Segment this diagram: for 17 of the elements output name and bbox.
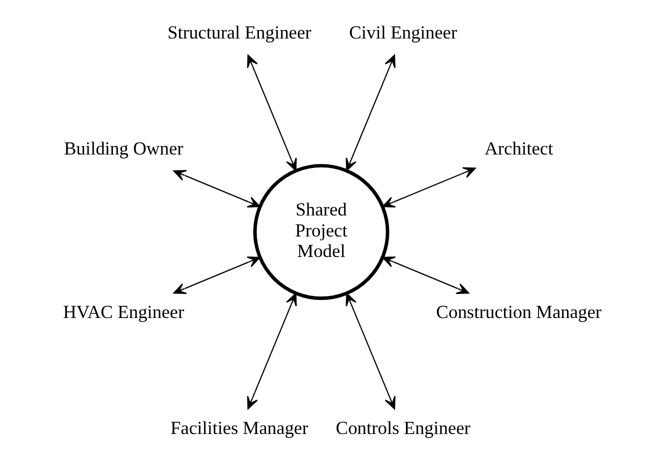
node-text: HVAC Engineer [62, 302, 184, 322]
node-text: Facilities Manager [170, 418, 308, 438]
arrow [246, 54, 296, 171]
arrow [382, 256, 469, 294]
node-text: Architect [484, 138, 553, 158]
node-text: Civil Engineer [348, 22, 457, 42]
arrow [246, 292, 296, 409]
node-text: Building Owner [63, 138, 183, 158]
node-circle: Shared Project Model [252, 163, 389, 300]
arrow [345, 292, 395, 409]
node-text: Construction Manager [436, 302, 602, 322]
node-text: Structural Engineer [166, 22, 311, 42]
node-text: Controls Engineer [335, 418, 470, 438]
arrow [172, 256, 260, 294]
arrow [382, 166, 476, 207]
arrow [345, 54, 395, 171]
arrow [172, 169, 260, 207]
